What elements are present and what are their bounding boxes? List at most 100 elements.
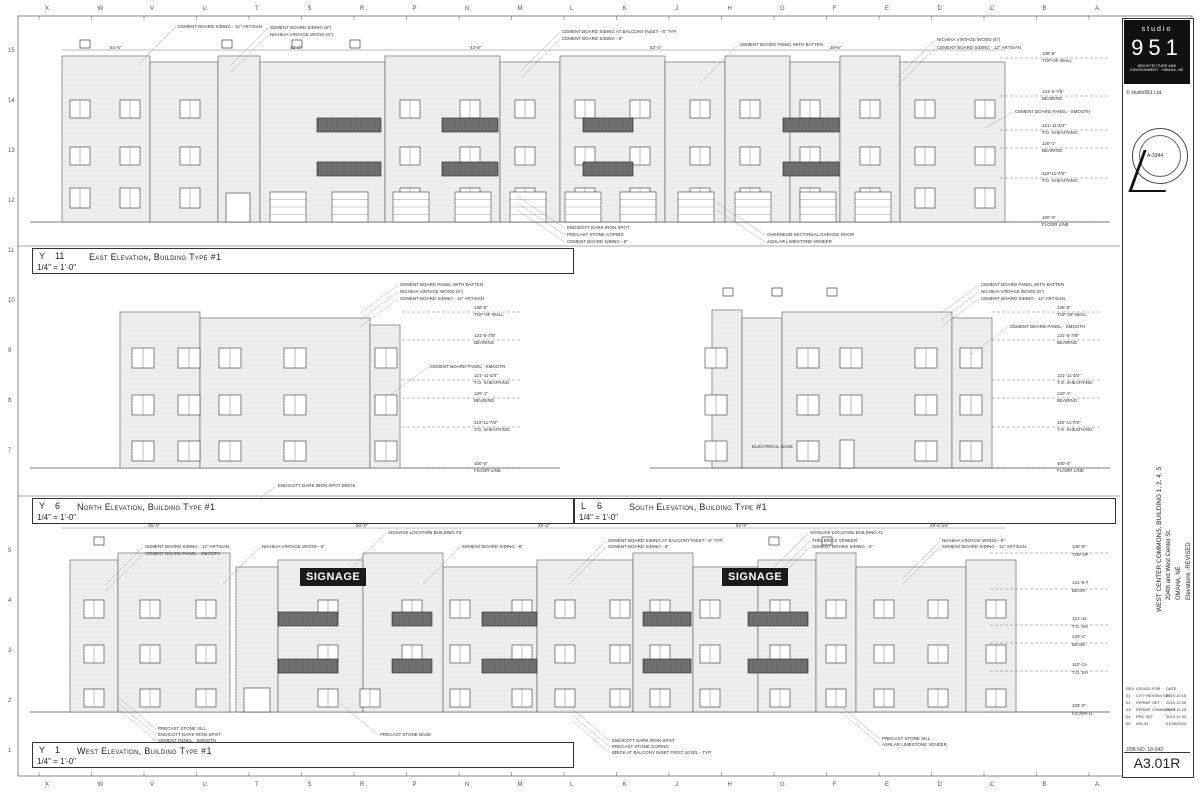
south-level-name: T.O. SHEATHING — [1057, 427, 1093, 432]
grid-col-X: X — [45, 6, 50, 12]
leader-line — [716, 209, 766, 243]
south-level-value: 121'-11-3/4" — [1057, 373, 1081, 378]
grid-col-L: L — [570, 782, 574, 788]
leader-line — [896, 47, 936, 87]
north-material-note: ENDICOTT DARK IRON SPOT BRICK — [278, 483, 356, 488]
east-title-bar: Y 11 East Elevation, Building Type #1 1/… — [32, 248, 574, 274]
grid-row-13: 13 — [8, 148, 15, 154]
north-level-value: 121'-11-3/4" — [474, 373, 498, 378]
grid-col-D: D — [937, 6, 942, 12]
leader-line — [421, 546, 461, 586]
revision-desc: PERMIT COMMENTS — [1136, 707, 1176, 712]
west-id-row: Y — [39, 745, 46, 755]
east-level-name: T.O. SHEATHING — [1042, 178, 1078, 183]
grid-col-B: B — [1042, 6, 1047, 12]
west-wall-module — [69, 559, 119, 713]
leader-line — [389, 366, 429, 396]
leader-line — [516, 195, 566, 229]
north-material-note: CEMENT BOARD PANEL - SMOOTH — [430, 364, 506, 369]
south-id-row: L — [581, 501, 587, 511]
leader-line — [516, 202, 566, 236]
section-marker — [722, 287, 734, 297]
grid-col-P: P — [412, 6, 417, 12]
south-level-value: 110'-11-7/8" — [1057, 420, 1081, 425]
west-material-note: CEMENT BOARD PANEL - SMOOTH — [145, 551, 221, 556]
south-level-value: 120'-1" — [1057, 391, 1071, 396]
balcony-rail — [481, 611, 538, 627]
revision-no: REV. — [1126, 686, 1135, 691]
sheet-title: Elevations -REVISED — [1186, 542, 1192, 600]
west-wall-module — [117, 552, 231, 713]
entry-door — [243, 687, 271, 713]
grid-col-T: T — [255, 782, 259, 788]
grid-col-G: G — [780, 782, 785, 788]
east-level-value: 121'-11-3/4" — [1042, 123, 1066, 128]
east-id-row: Y — [39, 251, 46, 261]
revision-desc: PPC SET — [1136, 714, 1154, 719]
project-city: OMAHA, NE — [1176, 566, 1182, 600]
west-material-note: NICHIHA VINTAGE WOOD - 6" — [262, 544, 325, 549]
leader-line — [567, 540, 607, 580]
east-id-col: 11 — [55, 251, 65, 261]
grid-col-H: H — [727, 782, 732, 788]
revision-no: 02 — [1126, 700, 1131, 705]
grid-col-F: F — [832, 6, 837, 12]
leader-line — [229, 27, 269, 67]
leader-line — [940, 298, 980, 328]
east-material-note: CEMENT BOARD SIDING - 12" ARTISAN — [937, 45, 1021, 50]
east-material-note: NICHIHA VINTAGE WOOD (6") — [270, 32, 334, 37]
section-marker — [291, 39, 303, 49]
east-material-note: OVERHEAD SECTIONAL GARAGE DOOR — [767, 232, 855, 237]
grid-col-E: E — [885, 6, 890, 12]
grid-col-K: K — [622, 6, 627, 12]
copyright: © studio951 Ltd. — [1126, 90, 1163, 96]
grid-row-4: 4 — [8, 598, 12, 604]
grid-col-V: V — [150, 782, 155, 788]
west-material-note: SIGNAGE LOCATION BUILDING #3 — [388, 530, 462, 535]
grid-col-S: S — [307, 782, 312, 788]
grid-col-M: M — [517, 782, 523, 788]
west-material-note: ENDICOTT DARK IRON SPOT — [158, 732, 221, 737]
south-material-note: CEMENT BOARD SIDING - 12" ARTISAN — [981, 296, 1065, 301]
south-material-note: NICHIHA VINTAGE WOOD (6") — [981, 289, 1045, 294]
east-level-value: 131'-5-7/8" — [1042, 89, 1064, 94]
west-material-note: PRECAST STONE BASE — [380, 732, 432, 737]
west-level-value: 100'-0" — [1072, 703, 1086, 708]
leader-line — [221, 546, 261, 586]
revision-desc: PERMIT SET — [1136, 700, 1160, 705]
west-id-col: 1 — [55, 745, 61, 755]
balcony-rail — [582, 161, 634, 177]
revision-desc: CITY REVIEW SET — [1136, 693, 1171, 698]
west-level-value: 120'-1" — [1072, 634, 1086, 639]
east-material-note: CEMENT BOARD SIDING (6") — [270, 25, 332, 30]
grid-row-8: 8 — [8, 398, 12, 404]
balcony-rail — [441, 117, 499, 133]
west-level-name: FLOOR LI — [1072, 711, 1093, 716]
revision-no: 05 — [1126, 721, 1131, 726]
project-location: 204th and West Center St. — [1166, 529, 1172, 600]
leader-line — [117, 702, 157, 736]
grid-row-5: 5 — [8, 548, 12, 554]
leader-line — [117, 696, 157, 730]
grid-col-G: G — [780, 6, 785, 12]
leader-line — [117, 708, 157, 742]
west-material-note: PRECAST STONE SILL — [158, 726, 207, 731]
grid-col-W: W — [97, 6, 104, 12]
east-dimension: 35'-6" — [830, 45, 842, 50]
west-dimension: 29'-6 3/4" — [930, 523, 949, 528]
logo-studio-text: studio — [1141, 26, 1173, 33]
project-name: WEST CENTER COMMONS, BUILDING 1, 2, 4, 5 — [1156, 466, 1163, 612]
grid-row-14: 14 — [8, 98, 15, 104]
west-level-name: T.O. SH — [1072, 670, 1088, 675]
east-level-name: T.O. SHEATHING — [1042, 130, 1078, 135]
leader-line — [521, 31, 561, 71]
east-level-name: FLOOR LINE — [1042, 222, 1069, 227]
balcony-rail — [582, 117, 634, 133]
grid-col-V: V — [150, 6, 155, 12]
east-level-name: TOP OF WALL — [1042, 58, 1072, 63]
grid-col-R: R — [360, 6, 365, 12]
logo-address: ARCHITECTURE AND ENVIRONMENT · OMAHA, NE — [1130, 64, 1184, 72]
north-material-note: CEMENT BOARD PANEL WITH BATTEN — [400, 282, 484, 287]
